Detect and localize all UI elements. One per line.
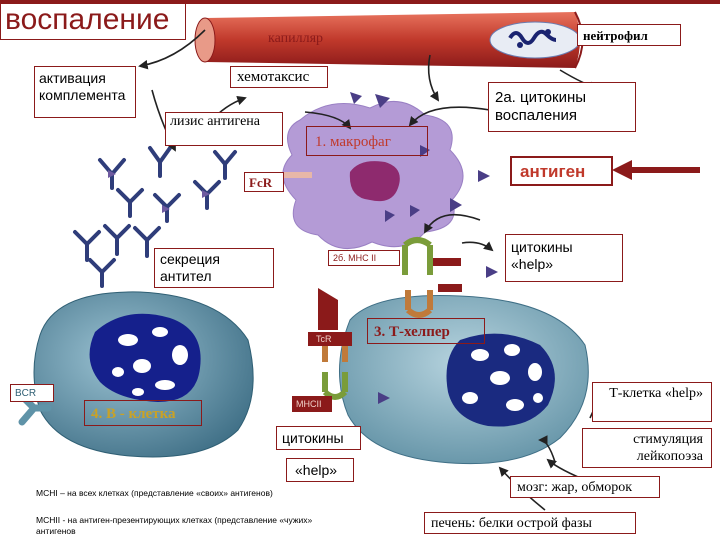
b-cell-label: 4. В - клетка — [84, 400, 202, 426]
t-helper-cell-shape — [339, 295, 589, 465]
footnote-mhc1: MCHI – на всех клетках (представление «с… — [36, 488, 273, 498]
help-label: «help» — [286, 458, 354, 482]
leukopoiesis-label: стимуляция лейкопоэза — [582, 428, 712, 468]
fcr-label: FcR — [244, 172, 284, 192]
b-t-synapse — [292, 288, 390, 412]
antigen-particles — [350, 92, 498, 278]
top-border — [0, 0, 720, 4]
complement-activation-label: активация комплемента — [34, 66, 136, 118]
antigen-label: антиген — [510, 156, 613, 186]
antigen-lysis-label: лизис антигена — [165, 112, 283, 146]
help-cytokines-label: цитокины «help» — [505, 234, 623, 282]
bcr-label: BCR — [10, 384, 54, 402]
mhc2-b-label: MHCII — [296, 399, 322, 409]
page-title: воспаление — [0, 0, 186, 40]
macrophage-label: 1. макрофаг — [306, 126, 428, 156]
inflammation-cytokines-label: 2а. цитокины воспаления — [488, 82, 636, 132]
cytokines-label: цитокины — [276, 426, 361, 450]
fcr-receptor — [282, 172, 312, 178]
mhc2-tcr-complex — [402, 237, 462, 318]
capillary-label: капилляр — [268, 31, 324, 46]
neutrophil-cell — [489, 21, 581, 59]
mhc2-label: 2б. MHC II — [328, 250, 400, 266]
liver-label: печень: белки острой фазы — [424, 512, 636, 534]
t-cell-help-label: Т-клетка «help» — [592, 382, 712, 422]
antibodies — [73, 146, 237, 288]
brain-label: мозг: жар, обморок — [510, 476, 660, 498]
footnote-mhc2: MCHII - на антиген-презентирующих клетка… — [36, 515, 313, 536]
b-cell-shape — [33, 291, 254, 458]
macrophage-nucleus — [349, 161, 400, 202]
tcr-label: TcR — [316, 334, 332, 344]
capillary-vessel — [194, 11, 584, 69]
bound-antigens — [108, 170, 210, 213]
antibody-secretion-label: секреция антител — [154, 248, 274, 288]
t-helper-label: 3. Т-хелпер — [367, 318, 485, 344]
chemotaxis-label: хемотаксис — [230, 66, 328, 88]
neutrophil-label: нейтрофил — [577, 24, 681, 46]
